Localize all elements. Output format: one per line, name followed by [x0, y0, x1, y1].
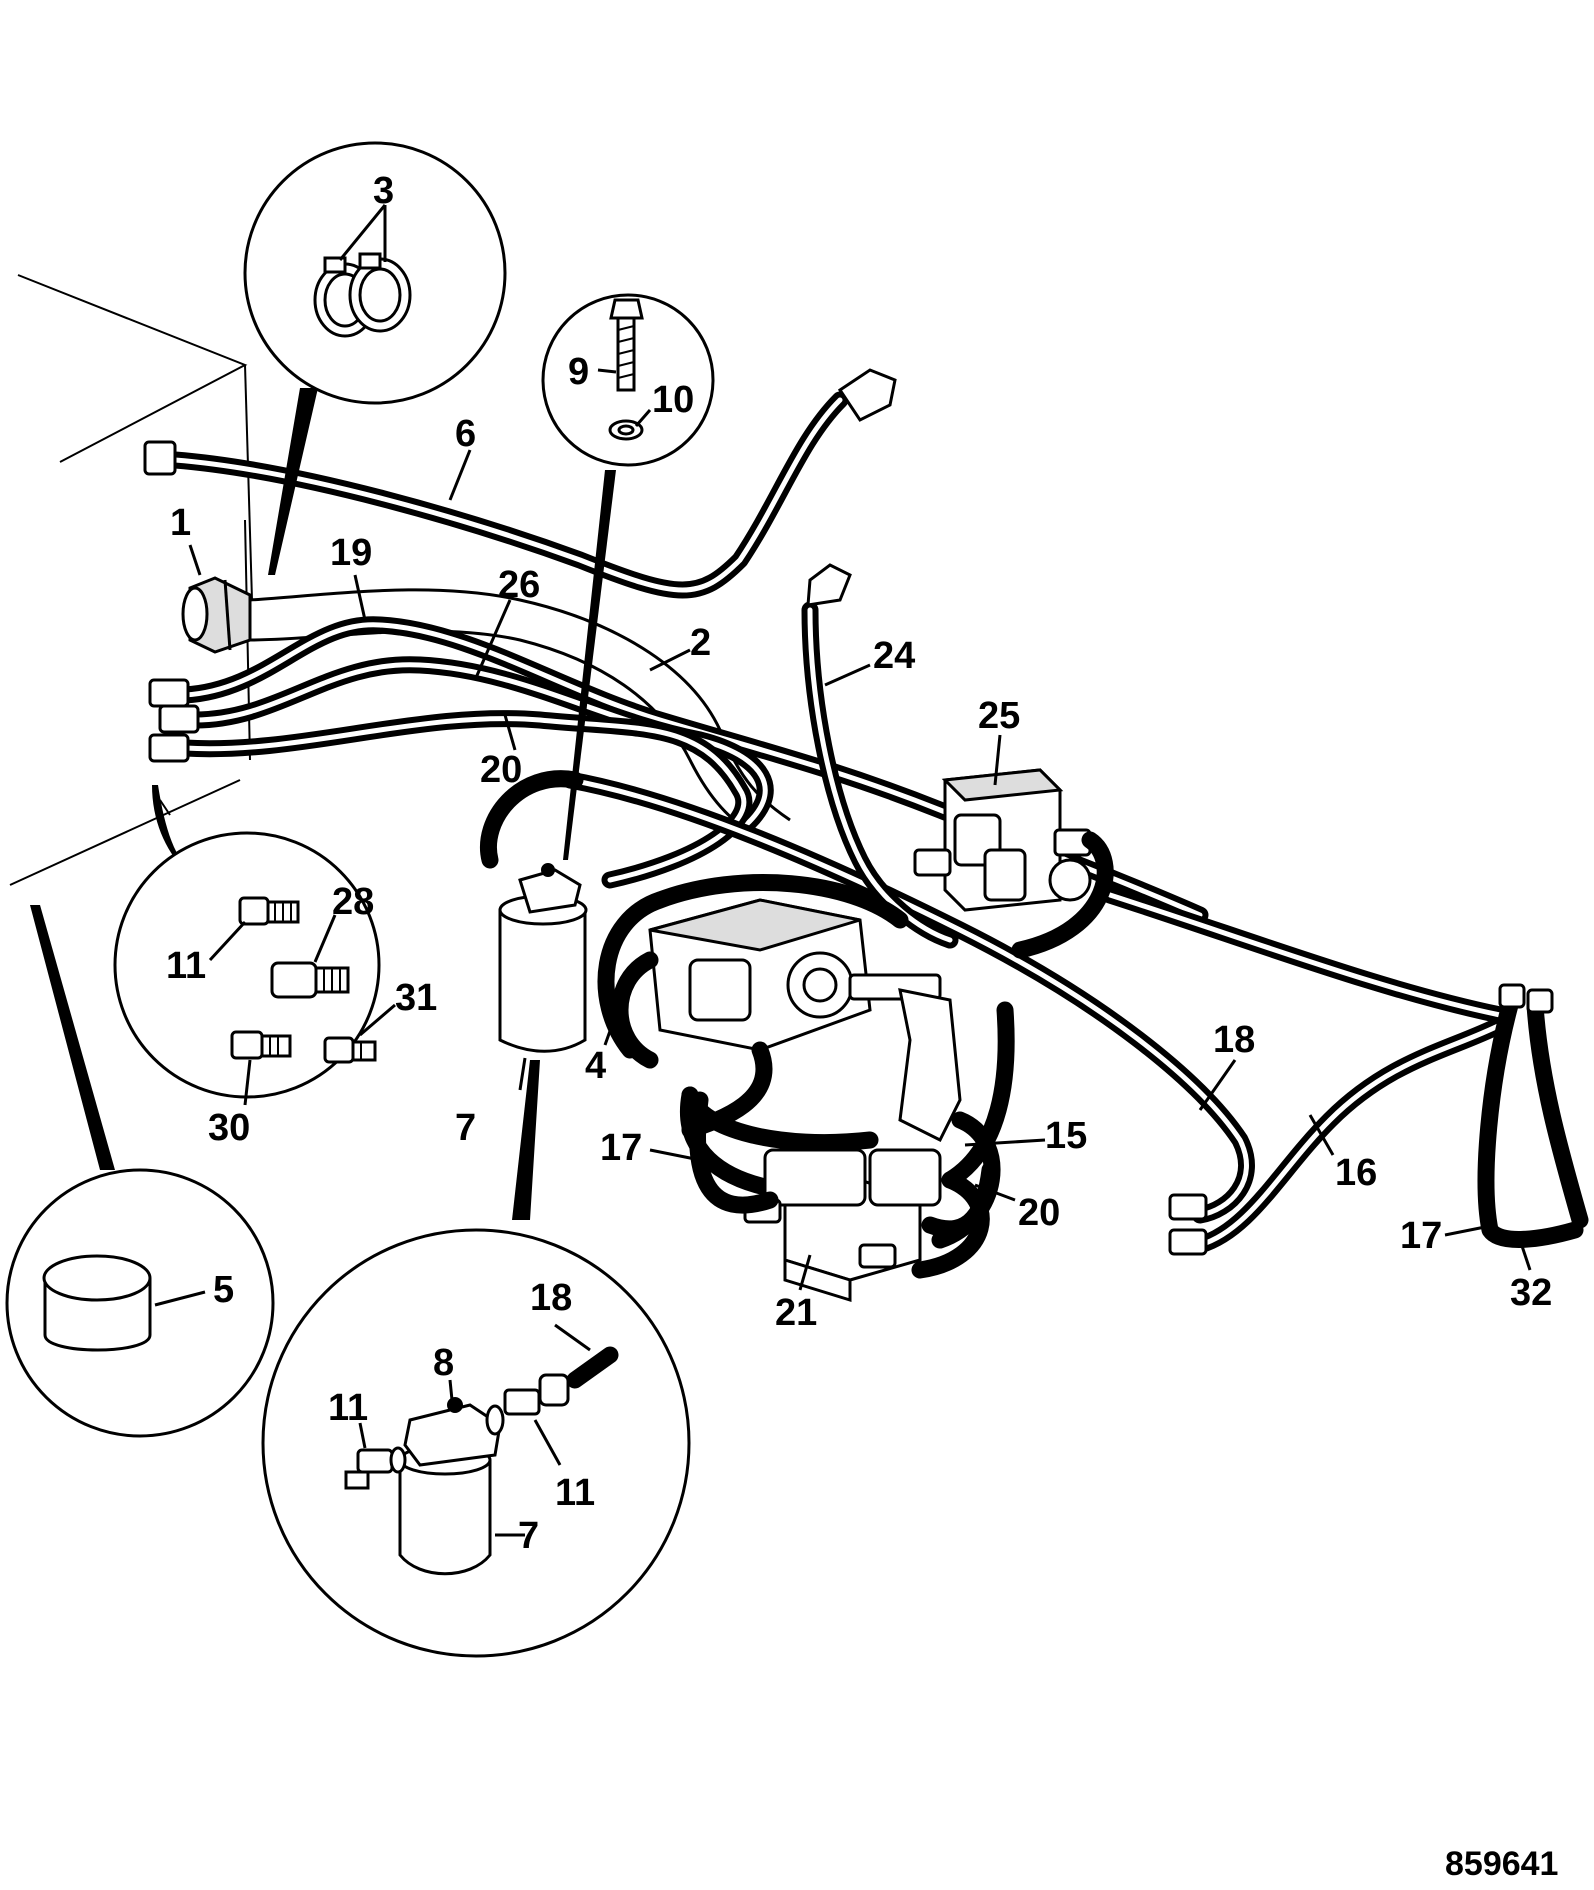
callout-17: 17: [600, 1127, 642, 1169]
fitting-31-adapter: [323, 1036, 377, 1064]
callout-31: 31: [395, 977, 437, 1019]
callout-9: 9: [568, 351, 589, 393]
fitting-30-adapter: [230, 1030, 292, 1060]
callout-26: 26: [498, 564, 540, 606]
hose-24: [801, 563, 959, 949]
detail-circle-fittings: 11 28 31 30: [113, 831, 437, 1149]
callout-19: 19: [330, 532, 372, 574]
fitting-11-adapter: [238, 896, 300, 926]
callout-32: 32: [1510, 1272, 1552, 1314]
hose-18: [480, 770, 1255, 1224]
callout-25: 25: [978, 695, 1020, 737]
callout-11-detail-right: 11: [555, 1472, 595, 1514]
detail-circle-cap: 5: [5, 1168, 275, 1438]
callout-28: 28: [332, 881, 374, 923]
filter-7: [498, 863, 588, 1053]
callout-18: 18: [1213, 1019, 1255, 1061]
hoses-15-17-20-lower: [689, 1091, 1001, 1279]
callout-11-detail-left: 11: [328, 1387, 368, 1429]
callout-18-detail: 18: [530, 1277, 572, 1319]
callout-8: 8: [433, 1342, 454, 1384]
callout-7: 7: [455, 1107, 476, 1149]
main-callouts: 1 6 19 26 2 20 24 25 4 7 17 15 20 21 18 …: [170, 413, 1552, 1334]
callout-20-lower: 20: [1018, 1192, 1060, 1234]
callout-3: 3: [373, 170, 394, 212]
drawing-number: 859641: [1445, 1845, 1558, 1883]
right-pipe-assembly: [1101, 886, 1589, 1248]
callout-21: 21: [775, 1292, 817, 1334]
callout-6: 6: [455, 413, 476, 455]
callout-11-fitting: 11: [166, 945, 206, 987]
callout-30: 30: [208, 1107, 250, 1149]
hose-6: [143, 368, 897, 599]
callout-24: 24: [873, 635, 915, 677]
fitting-28-adapter: [270, 961, 350, 999]
callout-1: 1: [170, 502, 191, 544]
callout-20: 20: [480, 749, 522, 791]
detail-circle-clamps: 3: [243, 141, 507, 405]
callout-4: 4: [585, 1045, 606, 1087]
callout-5: 5: [213, 1269, 234, 1311]
callout-2: 2: [690, 622, 711, 664]
callout-7-detail: 7: [518, 1515, 539, 1557]
callout-10: 10: [652, 379, 694, 421]
valve-block-25: [913, 768, 1114, 959]
detail-circle-filter-head: 18 8 11 11 7: [261, 1228, 691, 1658]
callout-15: 15: [1045, 1115, 1087, 1157]
detail-circle-bolt-washer: 9 10: [541, 293, 715, 467]
callout-16: 16: [1335, 1152, 1377, 1194]
pump-assembly: [611, 898, 1015, 1189]
zoom-wedges: [30, 388, 616, 1220]
hose-clamp-1: [181, 576, 252, 654]
hose-16: [1168, 1016, 1509, 1256]
callout-17-right: 17: [1400, 1215, 1442, 1257]
